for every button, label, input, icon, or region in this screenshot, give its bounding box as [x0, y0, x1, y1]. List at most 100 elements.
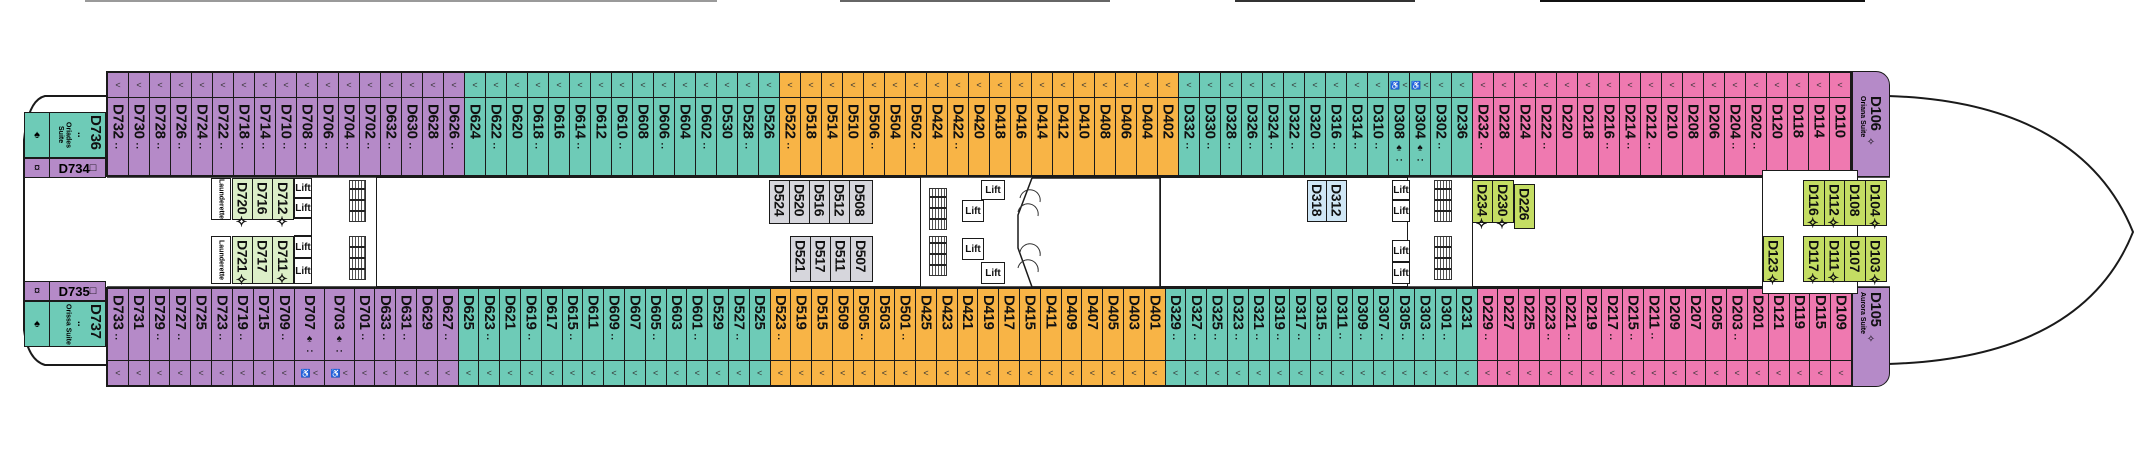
cabin-d618[interactable]: <D618 .. [528, 73, 548, 175]
cabin-d624[interactable]: <D624 [465, 73, 485, 175]
cabin-d323[interactable]: D323 ..< [1228, 289, 1248, 385]
cabin-d320[interactable]: <D320 .. [1305, 73, 1325, 175]
cabin-d522[interactable]: <D522 .. [780, 73, 800, 175]
cabin-d103[interactable]: D103✧ [1866, 237, 1886, 288]
cabin-d527[interactable]: D527 ..< [728, 289, 749, 385]
cabin-d520[interactable]: D520 [790, 181, 810, 223]
cabin-d220[interactable]: <D220 [1557, 73, 1577, 175]
cabin-d515[interactable]: D515< [812, 289, 832, 385]
cabin-d517[interactable]: D517 [811, 237, 831, 281]
cabin-d735[interactable]: ¤ D735□ [24, 281, 106, 301]
cabin-d420[interactable]: <D420 [969, 73, 989, 175]
cabin-d211[interactable]: D211 ..< [1643, 289, 1664, 385]
cabin-d209[interactable]: D209< [1664, 289, 1685, 385]
cabin-d319[interactable]: D319 ..< [1269, 289, 1290, 385]
cabin-d503[interactable]: D503< [874, 289, 895, 385]
cabin-d723[interactable]: D723 ..< [211, 289, 232, 385]
cabin-d110[interactable]: <D110 [1830, 73, 1850, 175]
cabin-d720[interactable]: D720✧ [233, 179, 253, 230]
cabin-d507[interactable]: D507 [851, 237, 871, 281]
cabin-d302[interactable]: <D302 .. [1431, 73, 1451, 175]
cabin-d403[interactable]: D403< [1124, 289, 1144, 385]
cabin-d116[interactable]: D116✧ [1804, 181, 1825, 231]
cabin-d622[interactable]: <D622 .. [486, 73, 506, 175]
cabin-d303[interactable]: D303 ..< [1415, 289, 1436, 385]
cabin-d332[interactable]: <D332 .. [1179, 73, 1199, 175]
cabin-d322[interactable]: <D322 .. [1284, 73, 1304, 175]
cabin-d408[interactable]: <D408 [1095, 73, 1115, 175]
cabin-d227[interactable]: D227< [1498, 289, 1519, 385]
cabin-d518[interactable]: <D518 [801, 73, 821, 175]
cabin-d633[interactable]: D633 ..< [375, 289, 396, 385]
cabin-d715[interactable]: D715< [253, 289, 274, 385]
cabin-d412[interactable]: <D412 [1053, 73, 1073, 175]
stairs-fwd-lower[interactable] [1434, 236, 1452, 280]
cabin-d401[interactable]: D401< [1144, 289, 1165, 385]
cabin-d201[interactable]: D201< [1747, 289, 1768, 385]
cabin-d526[interactable]: <D526 [759, 73, 779, 175]
cabin-d315[interactable]: D315 ..< [1311, 289, 1332, 385]
cabin-d716[interactable]: D716 [253, 179, 273, 219]
cabin-d316[interactable]: <D316 .. [1326, 73, 1346, 175]
cabin-d326[interactable]: <D326 .. [1242, 73, 1262, 175]
cabin-d119[interactable]: D119< [1789, 289, 1810, 385]
cabin-d631[interactable]: D631 ..< [396, 289, 416, 385]
cabin-d118[interactable]: <D118 [1788, 73, 1808, 175]
cabin-d523[interactable]: D523 ..< [770, 289, 791, 385]
cabin-d202[interactable]: <D202 .. [1746, 73, 1766, 175]
cabin-d226[interactable]: D226 [1515, 185, 1534, 228]
cabin-d417[interactable]: D417< [999, 289, 1020, 385]
cabin-d512[interactable]: D512 [830, 181, 850, 223]
cabin-d212[interactable]: <D212 .. [1641, 73, 1661, 175]
cabin-d525[interactable]: D525< [749, 289, 770, 385]
cabin-d726[interactable]: <D726 .. [171, 73, 191, 175]
cabin-d329[interactable]: D329 ..< [1165, 289, 1186, 385]
cabin-d218[interactable]: <D218 [1578, 73, 1598, 175]
lift-fwd-1[interactable]: Lift [1392, 180, 1410, 200]
lift-fwd-3[interactable]: Lift [1392, 240, 1410, 262]
cabin-d504[interactable]: <D504 [885, 73, 905, 175]
cabin-d217[interactable]: D217 ..< [1602, 289, 1623, 385]
stairs-mid-lower[interactable] [929, 236, 947, 276]
launderette-upper[interactable]: Launderette [211, 178, 231, 220]
cabin-d610[interactable]: <D610 .. [612, 73, 632, 175]
cabin-d710[interactable]: <D710 .. [276, 73, 296, 175]
cabin-d416[interactable]: <D416 [1011, 73, 1031, 175]
cabin-d721[interactable]: D721✧ [233, 237, 253, 288]
cabin-d616[interactable]: <D616 [549, 73, 569, 175]
cabin-d508[interactable]: D508 [850, 181, 870, 223]
cabin-d728[interactable]: <D728 .. [150, 73, 170, 175]
cabin-d722[interactable]: <D722 .. [213, 73, 233, 175]
cabin-d234[interactable]: D234✧ [1473, 181, 1493, 232]
cabin-d123[interactable]: D123✧ [1764, 237, 1783, 288]
cabin-d603[interactable]: D603< [666, 289, 687, 385]
cabin-d219[interactable]: D219< [1581, 289, 1602, 385]
lift-mid-3[interactable]: Lift [962, 238, 984, 260]
cabin-d221[interactable]: D221 ..< [1560, 289, 1581, 385]
cabin-d731[interactable]: D731< [128, 289, 149, 385]
cabin-d632[interactable]: <D632 .. [381, 73, 401, 175]
cabin-d704[interactable]: <D704 .. [339, 73, 359, 175]
cabin-d510[interactable]: <D510 [843, 73, 863, 175]
cabin-d501[interactable]: D501 ..< [895, 289, 916, 385]
cabin-d709[interactable]: D709 ..< [274, 289, 295, 385]
cabin-d406[interactable]: <D406 [1116, 73, 1136, 175]
cabin-d614[interactable]: <D614 .. [570, 73, 590, 175]
cabin-d529[interactable]: D529< [708, 289, 728, 385]
cabin-d609[interactable]: D609 ..< [604, 289, 624, 385]
cabin-d418[interactable]: <D418 [990, 73, 1010, 175]
lift-fwd-4[interactable]: Lift [1392, 262, 1410, 284]
cabin-d505[interactable]: D505 ..< [853, 289, 874, 385]
cabin-d414[interactable]: <D414 [1032, 73, 1052, 175]
cabin-d117[interactable]: D117✧ [1804, 237, 1825, 287]
cabin-d228[interactable]: <D228 [1494, 73, 1514, 175]
cabin-d207[interactable]: D207< [1685, 289, 1706, 385]
cabin-d312[interactable]: D312 [1327, 181, 1346, 221]
cabin-d629[interactable]: D629< [416, 289, 437, 385]
cabin-d623[interactable]: D623 ..< [479, 289, 500, 385]
cabin-d121[interactable]: D121< [1768, 289, 1789, 385]
cabin-d311[interactable]: D311 ..< [1332, 289, 1352, 385]
stairs-mid-upper[interactable] [929, 188, 947, 230]
lift-mid-2[interactable]: Lift [962, 200, 984, 222]
cabin-d625[interactable]: D625< [458, 289, 479, 385]
